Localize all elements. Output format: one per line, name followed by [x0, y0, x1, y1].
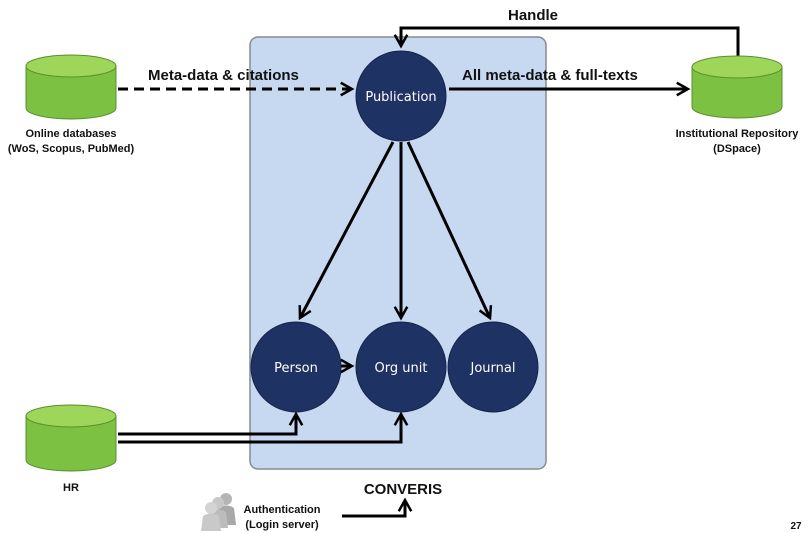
page-number: 27	[790, 521, 802, 532]
edge-label-metadata-citations: Meta-data & citations	[148, 67, 299, 84]
node-publication: Publication	[355, 50, 447, 142]
node-org-unit: Org unit	[355, 321, 447, 413]
auth-sublabel: (Login server)	[245, 519, 319, 531]
edge-hr-orgunit	[118, 414, 401, 444]
node-person: Person	[250, 321, 342, 413]
edge-authentication	[342, 500, 405, 518]
edge-publication-journal	[406, 141, 490, 318]
system-label: CONVERIS	[364, 481, 442, 498]
node-journal: Journal	[447, 321, 539, 413]
users-icon	[201, 493, 236, 531]
node-person-label: Person	[274, 361, 318, 376]
auth-label: Authentication	[244, 504, 321, 516]
database-hr-label: HR	[63, 482, 79, 494]
node-org-unit-label: Org unit	[375, 361, 428, 376]
node-journal-label: Journal	[470, 361, 516, 376]
database-hr: HR	[25, 404, 117, 494]
database-online-sublabel: (WoS, Scopus, PubMed)	[8, 143, 135, 155]
database-repository-label: Institutional Repository	[676, 128, 800, 140]
edge-publication-person	[300, 141, 395, 318]
edge-label-handle: Handle	[508, 7, 558, 24]
database-repository: Institutional Repository (DSpace)	[676, 55, 800, 155]
node-publication-label: Publication	[365, 90, 436, 105]
edge-hr-person	[118, 414, 296, 436]
edge-handle	[401, 26, 740, 58]
database-online-label: Online databases	[25, 128, 116, 140]
database-repository-sublabel: (DSpace)	[713, 143, 761, 155]
database-online: Online databases (WoS, Scopus, PubMed)	[8, 54, 135, 155]
database-icon	[25, 66, 117, 120]
database-icon	[25, 416, 117, 472]
edge-label-all-metadata: All meta-data & full-texts	[462, 67, 638, 84]
database-icon	[691, 67, 783, 119]
